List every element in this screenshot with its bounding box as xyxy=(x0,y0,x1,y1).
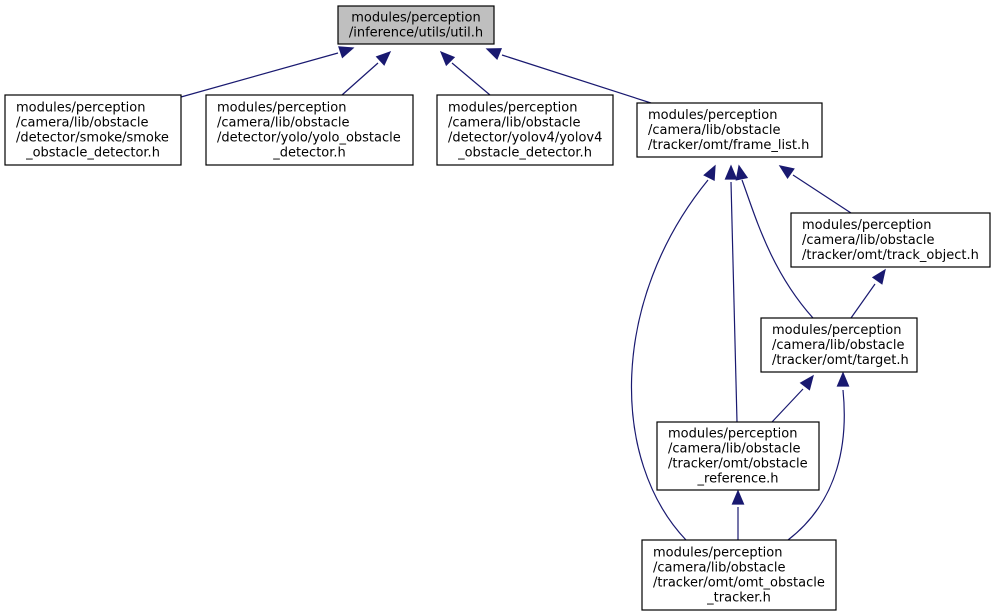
node-label-line: /camera/lib/obstacle xyxy=(217,116,350,131)
node-box xyxy=(4,94,182,166)
node-smoke[interactable]: modules/perception/camera/lib/obstacle/d… xyxy=(4,94,182,166)
node-box xyxy=(436,94,614,166)
arrowhead xyxy=(724,164,738,180)
node-box xyxy=(636,102,823,158)
edge-yolov4-to-util xyxy=(439,50,491,96)
node-label-line: /camera/lib/obstacle xyxy=(668,442,801,457)
edge-line xyxy=(850,283,876,319)
node-label-line: /tracker/omt/frame_list.h xyxy=(648,138,809,153)
edge-line xyxy=(787,389,845,541)
edges-layer xyxy=(180,46,886,541)
edge-yolo-to-util xyxy=(341,50,392,96)
node-obstacle-reference[interactable]: modules/perception/camera/lib/obstacle/t… xyxy=(656,421,820,491)
edge-line xyxy=(741,179,814,319)
node-box xyxy=(656,421,820,491)
node-yolo[interactable]: modules/perception/camera/lib/obstacle/d… xyxy=(205,94,414,166)
node-util[interactable]: modules/perception/inference/utils/util.… xyxy=(337,5,495,45)
node-label-line: _reference.h xyxy=(697,472,779,487)
edge-target-to-frame_list xyxy=(735,164,814,319)
node-label-line: _tracker.h xyxy=(706,591,771,606)
edge-frame_list-to-util xyxy=(485,48,652,104)
node-label-line: /camera/lib/obstacle xyxy=(772,338,905,353)
node-label-line: /inference/utils/util.h xyxy=(349,26,483,41)
node-label-line: /camera/lib/obstacle xyxy=(653,561,786,576)
edge-line xyxy=(501,54,652,104)
node-frame-list[interactable]: modules/perception/camera/lib/obstacle/t… xyxy=(636,102,823,158)
node-box xyxy=(760,317,918,373)
arrowhead xyxy=(799,374,814,391)
arrowhead xyxy=(731,489,745,505)
node-label-line: modules/perception xyxy=(16,101,145,116)
edge-line xyxy=(630,179,709,541)
edge-line xyxy=(771,388,804,423)
arrowhead xyxy=(439,50,456,67)
node-box xyxy=(337,5,495,45)
node-yolov4[interactable]: modules/perception/camera/lib/obstacle/d… xyxy=(436,94,614,166)
node-label-line: _obstacle_detector.h xyxy=(25,146,160,161)
node-label-line: /detector/smoke/smoke xyxy=(16,131,169,146)
node-label-line: /detector/yolov4/yolov4 xyxy=(448,131,602,146)
edge-omt_obstacle_tracker-to-obstacle_reference xyxy=(731,489,745,540)
arrowhead xyxy=(836,371,850,387)
node-label-line: /tracker/omt/track_object.h xyxy=(802,248,979,263)
arrowhead xyxy=(735,164,749,181)
node-target[interactable]: modules/perception/camera/lib/obstacle/t… xyxy=(760,317,918,373)
edge-target-to-track_object xyxy=(850,268,886,319)
node-box xyxy=(641,539,837,611)
node-box xyxy=(205,94,414,166)
node-box xyxy=(790,212,991,268)
node-label-line: modules/perception xyxy=(648,108,777,123)
edge-omt_obstacle_tracker-to-frame_list xyxy=(630,164,716,541)
edge-obstacle_reference-to-target xyxy=(771,374,814,423)
node-track-object[interactable]: modules/perception/camera/lib/obstacle/t… xyxy=(790,212,991,268)
node-label-line: /detector/yolo/yolo_obstacle xyxy=(217,131,401,146)
node-omt-obstacle-tracker[interactable]: modules/perception/camera/lib/obstacle/t… xyxy=(641,539,837,611)
arrowhead xyxy=(375,50,392,66)
edge-omt_obstacle_tracker-to-target xyxy=(787,371,850,541)
edge-line xyxy=(180,52,339,98)
node-label-line: modules/perception xyxy=(653,546,782,561)
node-label-line: /camera/lib/obstacle xyxy=(802,233,935,248)
nodes-layer: modules/perception/inference/utils/util.… xyxy=(4,5,991,611)
edge-obstacle_reference-to-frame_list xyxy=(724,164,738,423)
node-label-line: /tracker/omt/obstacle xyxy=(668,457,808,472)
edge-line xyxy=(341,62,379,96)
node-label-line: _obstacle_detector.h xyxy=(457,146,592,161)
node-label-line: modules/perception xyxy=(772,323,901,338)
node-label-line: /tracker/omt/omt_obstacle xyxy=(653,576,825,591)
node-label-line: /camera/lib/obstacle xyxy=(648,123,781,138)
edge-line xyxy=(730,181,738,423)
node-label-line: /camera/lib/obstacle xyxy=(448,116,581,131)
node-label-line: /camera/lib/obstacle xyxy=(16,116,149,131)
edge-line xyxy=(792,174,852,214)
edge-smoke-to-util xyxy=(180,46,355,98)
node-label-line: modules/perception xyxy=(351,11,480,26)
edge-line xyxy=(451,62,491,96)
node-label-line: modules/perception xyxy=(668,427,797,442)
node-label-line: modules/perception xyxy=(802,218,931,233)
node-label-line: modules/perception xyxy=(217,101,346,116)
arrowhead xyxy=(871,268,886,285)
arrowhead xyxy=(338,46,355,59)
edge-track_object-to-frame_list xyxy=(778,165,852,214)
arrowhead xyxy=(778,165,795,180)
node-label-line: _detector.h xyxy=(272,146,346,161)
arrowhead xyxy=(485,48,503,60)
node-label-line: modules/perception xyxy=(448,101,577,116)
node-label-line: /tracker/omt/target.h xyxy=(772,353,909,368)
arrowhead xyxy=(703,164,716,182)
